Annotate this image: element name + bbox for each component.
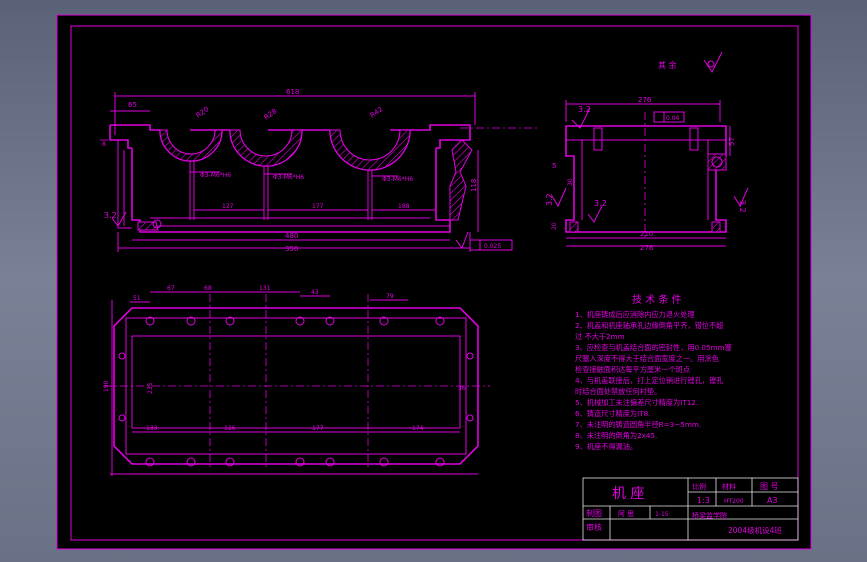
technical-requirements: 技 术 条 件 1、机座铸成后应消除内应力退火处理 2、机盖和机座轴承孔边缘倒角… <box>575 293 732 451</box>
dim-side-5: 5 <box>552 162 556 170</box>
sheet-size: A3 <box>767 496 778 505</box>
surface-finish-note: 其 余 <box>658 51 723 73</box>
tech-item: 8、未注明的倒角为2x45. <box>575 431 657 440</box>
tech-item: 6、铸造尺寸精度为IT8. <box>575 409 650 418</box>
front-view: 618 65 R20 R28 R42 <box>100 88 540 253</box>
sheet-inner-border <box>70 25 799 541</box>
tech-item: 5、机械加工未注偏差尺寸精度为IT12. <box>575 398 698 407</box>
col-drawing-no: 图 号 <box>760 482 779 491</box>
plan-view: 51 67 68 131 43 79 133 126 177 174 190 2… <box>103 285 490 476</box>
material-value: HT200 <box>724 498 744 505</box>
dim-plan-left-235: 235 <box>147 382 154 394</box>
side-view: 276 3.2 0.04 57 5 30 20 3.2 3.2 3.2 210 … <box>545 96 749 252</box>
dim-plan-131: 131 <box>259 285 271 292</box>
dim-plan-68: 68 <box>204 285 212 292</box>
roughness-front-left: 3.2 <box>104 211 117 220</box>
title-block: 机 座 比例 材料 图 号 1:3 HT200 A3 制图 阿 思 1-15 审… <box>582 477 799 541</box>
tolerance-box: 0.04 <box>666 115 680 122</box>
school-name: 桥梁监学院 <box>692 511 727 520</box>
row-drawn-name: 阿 思 <box>618 509 634 518</box>
roughness-side-top: 3.2 <box>578 105 591 114</box>
dim-side-bottom-276: 276 <box>640 244 654 252</box>
dim-plan-79: 79 <box>386 293 394 300</box>
row-drawn-date: 1-15 <box>655 511 669 518</box>
drawing-sheet <box>57 15 811 549</box>
dim-177: 177 <box>312 203 324 210</box>
dim-480: 480 <box>285 232 298 240</box>
tech-title: 技 术 条 件 <box>632 293 682 306</box>
dim-plan-177: 177 <box>312 425 324 432</box>
tech-item: 尺塞入深度不得大于结合面宽度之一。用涂色 <box>575 354 719 363</box>
scale-value: 1:3 <box>697 496 710 505</box>
dim-plan-126: 126 <box>224 425 236 432</box>
flatness-tolerance: 0.025 <box>484 243 501 250</box>
tech-item: 3、应检查与机盖结合面的密封性，用0.05mm塞 <box>575 343 732 352</box>
tech-item: 7、未注明的铸造圆角半径R=3~5mm. <box>575 420 701 429</box>
row-drawn-label: 制图 <box>586 508 602 518</box>
dim-plan-174: 174 <box>412 425 424 432</box>
part-name: 机 座 <box>612 486 644 502</box>
dim-188: 188 <box>398 203 410 210</box>
dim-side-top-276: 276 <box>638 96 652 104</box>
roughness-circle-icon <box>707 60 715 68</box>
roughness-side-mid: 3.2 <box>594 199 607 208</box>
dim-side-30: 30 <box>567 178 574 186</box>
dim-127: 127 <box>222 203 234 210</box>
dim-bore-3: Φ3-M6*H6 <box>382 176 413 183</box>
dim-plan-51: 51 <box>133 295 141 302</box>
dim-side-bottom-210: 210 <box>640 230 653 238</box>
dim-side-20: 20 <box>551 222 558 230</box>
tech-item: 9、机座不得漏油。 <box>575 442 637 451</box>
class-year: 2004级机设4班 <box>728 525 782 535</box>
svg-text:8: 8 <box>102 141 106 148</box>
tech-item: 4、与机盖联接后，打上定位销进行镗孔，镗孔 <box>575 376 723 385</box>
sheet-outer-border <box>56 14 812 550</box>
dim-plan-67: 67 <box>167 285 175 292</box>
dim-side-57: 57 <box>728 137 736 146</box>
tech-item: 检查接触面积达每平方厘米一个斑点 <box>575 365 690 374</box>
tech-item: 2、机盖和机座轴承孔边缘倒角平齐，错位不超 <box>575 321 723 330</box>
dim-plan-left-190: 190 <box>103 380 110 392</box>
row-check-label: 审核 <box>586 522 602 532</box>
tech-item: 1、机座铸成后应消除内应力退火处理 <box>575 310 695 319</box>
tech-item: 时结合面处禁放任何衬垫。 <box>575 387 661 396</box>
roughness-side-left: 3.2 <box>545 193 554 206</box>
dim-bore-2: Φ3-M6*H6 <box>273 174 304 181</box>
col-scale: 比例 <box>692 482 706 491</box>
col-material: 材料 <box>722 482 736 491</box>
roughness-symbol-icon <box>703 51 723 73</box>
surface-finish-label: 其 余 <box>658 60 677 70</box>
dim-plan-133: 133 <box>146 425 158 432</box>
dim-350: 350 <box>285 245 298 253</box>
dim-height-118: 118 <box>470 179 478 192</box>
right-wall-section <box>449 139 473 221</box>
dim-overall-top: 618 <box>286 88 299 96</box>
tech-item: 过 不大于2mm <box>575 332 625 341</box>
dim-bore-1: Φ3-M6*H6 <box>200 172 231 179</box>
dim-plan-right-36: 36 <box>458 385 466 392</box>
roughness-side-right: 3.2 <box>738 200 747 213</box>
dim-left-offset: 65 <box>128 101 137 109</box>
dim-plan-43: 43 <box>311 289 319 296</box>
